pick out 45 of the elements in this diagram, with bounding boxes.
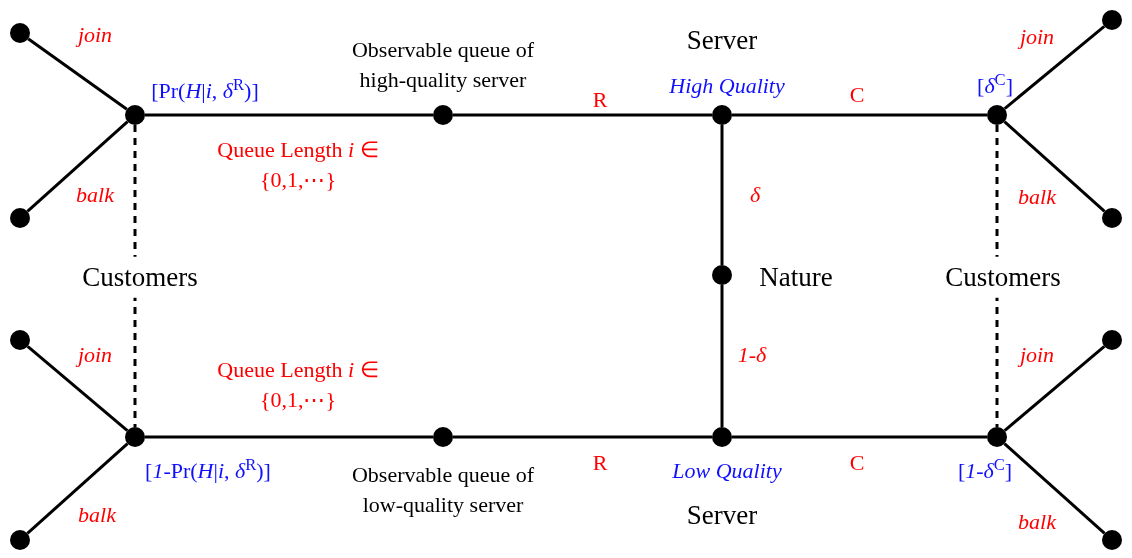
queue-caption: Observable queue of low-quality server bbox=[350, 461, 535, 519]
branch-line bbox=[732, 435, 987, 439]
branch-line bbox=[145, 435, 433, 439]
branch-line bbox=[145, 113, 433, 117]
edge-label: δ bbox=[749, 181, 761, 209]
edge-label: R bbox=[592, 86, 608, 114]
edge-label: balk bbox=[1018, 508, 1056, 536]
qualifier-label: [δ$^{C}$] bbox=[977, 68, 1013, 100]
edge-label: R bbox=[592, 449, 608, 477]
edge-label: join bbox=[1019, 23, 1055, 51]
branch-line bbox=[26, 442, 129, 535]
edge-label: balk bbox=[76, 181, 114, 209]
edge-label: balk bbox=[1018, 183, 1056, 211]
edge-label: balk bbox=[78, 501, 116, 529]
state-label: Low Quality bbox=[672, 456, 782, 485]
qualifier-label: [1-δ$^{C}$] bbox=[957, 453, 1013, 485]
branch-line bbox=[720, 125, 724, 265]
branch-line bbox=[1003, 442, 1106, 535]
branch-line bbox=[732, 113, 987, 117]
branch-line bbox=[27, 37, 128, 111]
qualifier-label: [Pr(H|i, δ$^{R}$)] bbox=[151, 73, 259, 105]
edge-label: Queue Length i ∈ {0,1,⋯} bbox=[216, 356, 380, 414]
edge-label: join bbox=[1019, 341, 1055, 369]
player-label: Nature bbox=[759, 260, 833, 294]
branch-line bbox=[720, 285, 724, 427]
branch-line bbox=[453, 113, 712, 117]
edge-label: Queue Length i ∈ {0,1,⋯} bbox=[216, 136, 380, 194]
qualifier-label: [1-Pr(H|i, δ$^{R}$)] bbox=[145, 453, 271, 485]
branch-line bbox=[26, 120, 129, 213]
branch-line bbox=[26, 345, 129, 432]
edge-label: C bbox=[849, 81, 865, 109]
branch-line bbox=[1003, 25, 1106, 110]
edge-label: join bbox=[77, 341, 113, 369]
branch-line bbox=[1003, 345, 1106, 432]
player-label: Server bbox=[686, 498, 758, 532]
branch-line bbox=[453, 435, 712, 439]
edge-label: join bbox=[77, 21, 113, 49]
branch-line bbox=[1003, 120, 1106, 213]
edge-label: C bbox=[849, 449, 865, 477]
state-label: High Quality bbox=[669, 71, 785, 100]
edge-label: 1-δ bbox=[737, 341, 767, 369]
player-label: Server bbox=[686, 23, 758, 57]
dashed-line bbox=[995, 125, 999, 427]
dashed-line bbox=[133, 125, 137, 427]
queue-caption: Observable queue of high-quality server bbox=[350, 36, 535, 94]
